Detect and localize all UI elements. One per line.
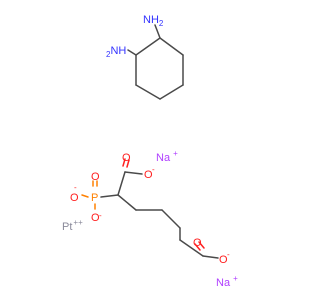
phosphonate-oxygen-double: O: [91, 171, 100, 183]
carboxylate-2-oxygen-charge: -: [227, 250, 230, 259]
sodium-label-2: Na+: [216, 274, 238, 289]
c4-c5-bond: [161, 209, 181, 229]
c-p-bond: [100, 194, 119, 198]
c-o-single-bond-2: [202, 255, 219, 259]
phosphorus-bonds: [81, 180, 119, 210]
phosphonate-oxygen-left-charge: -: [74, 183, 77, 192]
carboxylate-2-oxygen-single: O: [219, 254, 228, 266]
phosphonate-oxygen-down: O: [91, 212, 100, 224]
carboxylate-2-oxygen-double: O: [193, 237, 202, 249]
amine-label-1: NH2: [143, 14, 164, 28]
platinum-label: Pt++: [62, 218, 83, 233]
cyclohexane-ring: [135, 37, 184, 100]
c-o-double-bond-2b: [198, 241, 205, 249]
phosphonate-oxygen-down-charge: -: [99, 211, 102, 220]
carboxylate-1-oxygen-double: O: [122, 152, 131, 164]
amine-label-2: 2NH: [106, 45, 126, 59]
carboxylate-1-oxygen-single: O: [144, 169, 153, 181]
phosphorus-label: P: [91, 192, 98, 204]
p-o-left-bond: [81, 194, 89, 198]
c-o-single-bond-1: [124, 171, 143, 175]
phosphonate-oxygen-left: O: [70, 192, 79, 204]
c-n-bond-1: [154, 24, 161, 39]
carbon-chain: [117, 171, 204, 257]
c-o-double-bond-1a: [122, 158, 126, 167]
carboxylate-1-oxygen-charge: -: [152, 165, 155, 174]
carboxylate-1-bonds: [122, 158, 143, 175]
c6-c7-bond: [179, 239, 204, 257]
carboxylate-2-bonds: [194, 241, 219, 259]
c-n-bond-2: [127, 49, 137, 56]
c2-c3-bond: [117, 194, 137, 211]
chemical-structure: NH2 2NH Na+ Na+ Pt++ P O O - O - O O - O…: [62, 14, 238, 289]
c1-c2-bond: [117, 171, 126, 196]
sodium-label-1: Na+: [156, 149, 178, 164]
amine-bonds: [127, 24, 161, 56]
c-o-double-bond-1b: [126, 159, 130, 168]
c-o-double-bond-2a: [194, 243, 201, 251]
